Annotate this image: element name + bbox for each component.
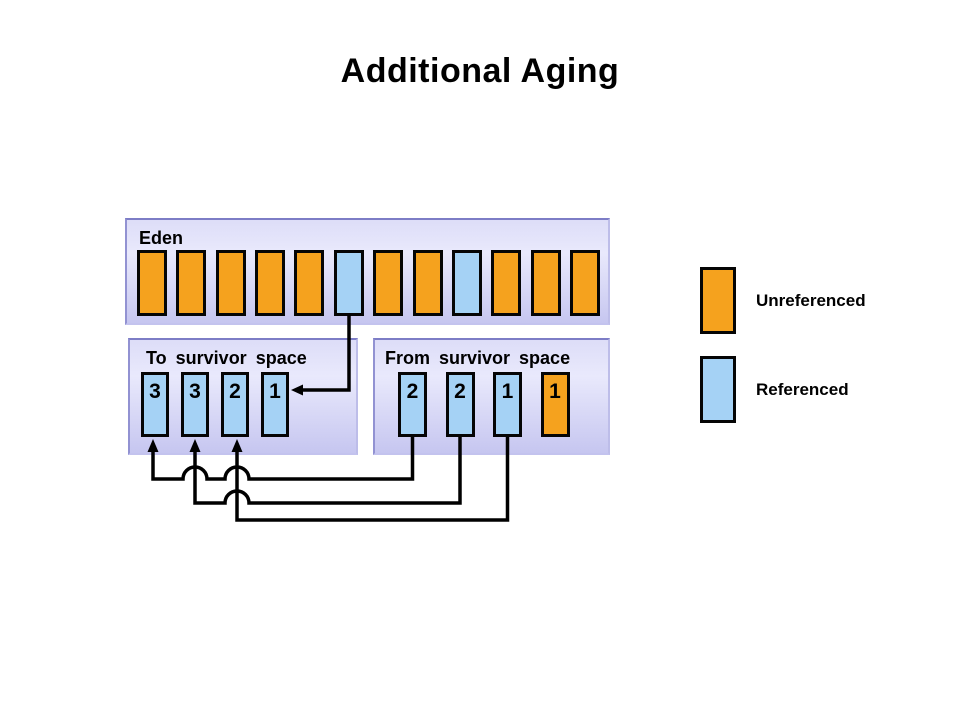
block-age-label: 3 <box>189 380 201 403</box>
eden-memory-block <box>255 250 286 316</box>
to-survivor-blocks: 3 3 2 1 <box>141 372 289 437</box>
eden-blocks <box>137 250 600 316</box>
eden-memory-block <box>530 250 561 316</box>
from-survivor-memory-block: 2 <box>445 372 475 437</box>
from-survivor-box: From survivor space 2 2 1 1 <box>373 338 610 455</box>
eden-memory-block <box>333 250 364 316</box>
legend-swatch <box>700 356 736 423</box>
from-survivor-memory-block: 1 <box>540 372 570 437</box>
eden-memory-block <box>294 250 325 316</box>
block-age-label: 2 <box>406 380 419 403</box>
block-age-label: 1 <box>501 380 514 403</box>
eden-memory-block <box>491 250 522 316</box>
block-age-label: 1 <box>269 380 281 403</box>
eden-memory-block <box>373 250 404 316</box>
eden-label: Eden <box>139 228 184 248</box>
legend-item: Unreferenced <box>700 267 866 334</box>
eden-memory-block <box>412 250 443 316</box>
to-survivor-memory-block: 2 <box>221 372 249 437</box>
to-survivor-memory-block: 1 <box>261 372 289 437</box>
from-survivor-label: From survivor space <box>385 348 571 368</box>
block-age-label: 2 <box>454 380 466 403</box>
eden-memory-block <box>569 250 600 316</box>
from-survivor-memory-block: 1 <box>493 372 522 437</box>
eden-memory-block <box>215 250 246 316</box>
page-title: Additional Aging <box>340 52 620 90</box>
eden-memory-block <box>176 250 207 316</box>
legend-item: Referenced <box>700 356 866 423</box>
eden-memory-block <box>137 250 167 316</box>
legend-swatch <box>700 267 736 334</box>
from-survivor-memory-block: 2 <box>398 372 427 437</box>
to-survivor-box: To survivor space 3 3 2 1 <box>128 338 358 455</box>
block-age-label: 2 <box>229 380 241 403</box>
from-survivor-blocks: 2 2 1 1 <box>398 372 570 437</box>
legend-label: Referenced <box>756 379 849 399</box>
eden-box: Eden <box>125 218 610 325</box>
to-survivor-memory-block: 3 <box>141 372 169 437</box>
to-survivor-memory-block: 3 <box>181 372 209 437</box>
legend: Unreferenced Referenced <box>700 267 866 423</box>
legend-label: Unreferenced <box>756 290 866 310</box>
to-survivor-label: To survivor space <box>146 348 307 368</box>
block-age-label: 1 <box>549 380 561 403</box>
eden-memory-block <box>451 250 482 316</box>
block-age-label: 3 <box>149 380 161 403</box>
